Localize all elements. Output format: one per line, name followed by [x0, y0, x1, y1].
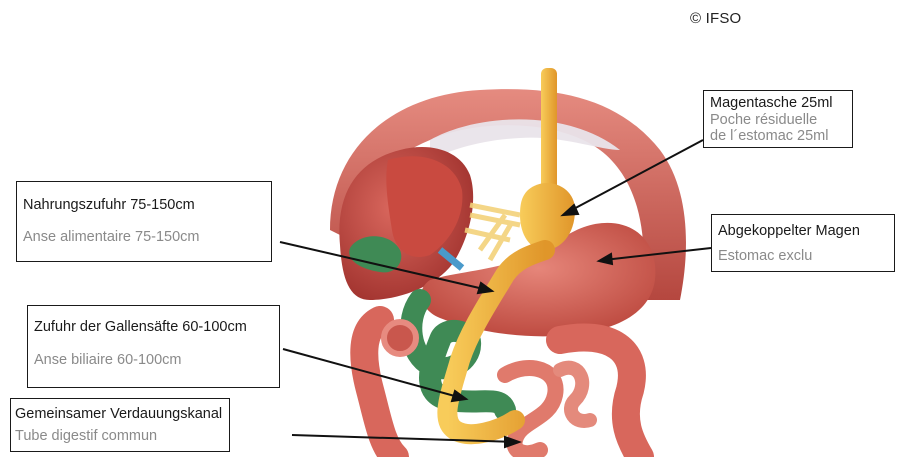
label-abgekoppelt-fr: Estomac exclu [718, 247, 888, 265]
label-nahrungszufuhr-fr: Anse alimentaire 75-150cm [23, 228, 265, 246]
label-magentasche-fr-line2: de l´estomac 25ml [710, 128, 846, 144]
label-magentasche-de: Magentasche 25ml [710, 94, 846, 112]
copyright-notice: © IFSO [690, 10, 741, 27]
label-gallensaefte-fr: Anse biliaire 60-100cm [34, 351, 273, 369]
label-gallensaefte: Zufuhr der Gallensäfte 60-100cm Anse bil… [27, 305, 280, 388]
label-nahrungszufuhr-de: Nahrungszufuhr 75-150cm [23, 196, 265, 214]
label-verdauungskanal: Gemeinsamer Verdauungskanal Tube digesti… [10, 398, 230, 452]
small-intestine-loop [560, 368, 590, 421]
label-gallensaefte-de: Zufuhr der Gallensäfte 60-100cm [34, 318, 273, 336]
label-verdauungskanal-fr: Tube digestif commun [15, 427, 225, 445]
label-magentasche-fr-line1: Poche résiduelle [710, 112, 846, 128]
label-magentasche: Magentasche 25ml Poche résiduelle de l´e… [703, 90, 853, 148]
nerve-fibers [465, 205, 520, 260]
label-abgekoppelt-de: Abgekoppelter Magen [718, 222, 888, 240]
label-nahrungszufuhr: Nahrungszufuhr 75-150cm Anse alimentaire… [16, 181, 272, 262]
esophagus [541, 68, 557, 198]
label-abgekoppelt: Abgekoppelter Magen Estomac exclu [711, 214, 895, 272]
label-verdauungskanal-de: Gemeinsamer Verdauungskanal [15, 405, 225, 423]
colon-lumen [384, 322, 416, 354]
